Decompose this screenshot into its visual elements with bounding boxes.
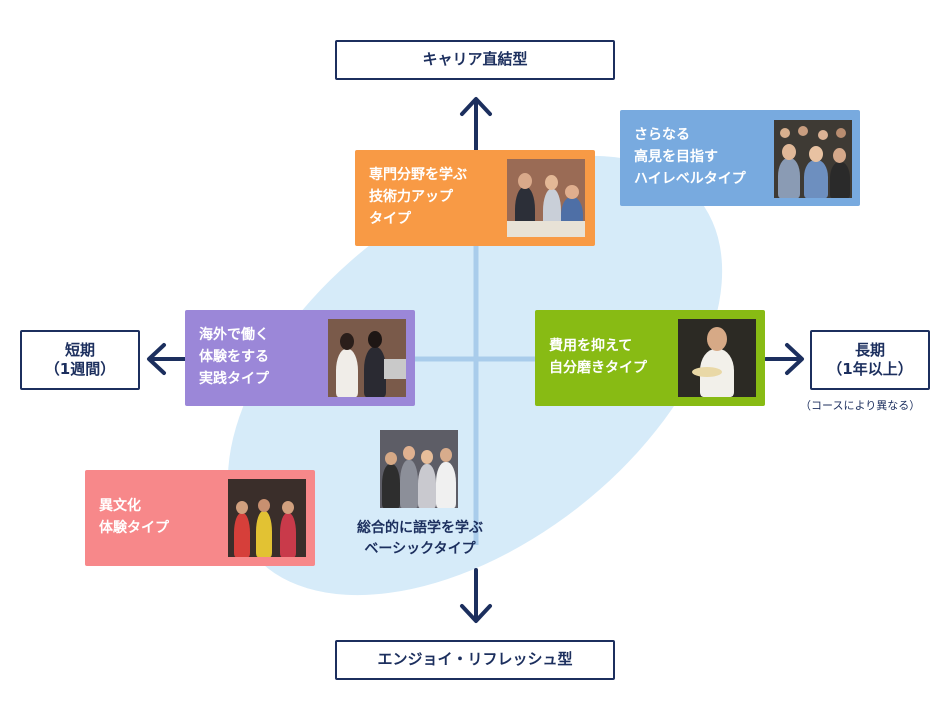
left-arrow-head xyxy=(147,343,166,375)
card-cultural-experience[interactable]: 異文化 体験タイプ xyxy=(85,470,315,566)
card-self-improvement-text: 費用を抑えて 自分磨きタイプ xyxy=(549,310,647,406)
axis-right-note: （コースにより異なる） xyxy=(800,399,921,412)
card-line: さらなる xyxy=(634,127,690,144)
card-cultural-experience-text: 異文化 体験タイプ xyxy=(99,470,169,566)
axis-label-left: 短期 （1週間） xyxy=(20,330,140,390)
basic-type-caption: 総合的に語学を学ぶ ベーシックタイプ xyxy=(330,518,510,560)
axis-label-bottom: エンジョイ・リフレッシュ型 xyxy=(335,640,615,680)
card-line: 自分磨きタイプ xyxy=(549,360,647,376)
card-line: 体験タイプ xyxy=(99,520,169,536)
photo-cooking xyxy=(678,319,756,397)
card-line: 海外で働く xyxy=(199,327,269,344)
photo-hula-dance xyxy=(228,479,306,557)
axis-label-top: キャリア直結型 xyxy=(335,40,615,80)
basic-type-line1: 総合的に語学を学ぶ xyxy=(357,520,483,536)
card-line: 専門分野を学ぶ xyxy=(369,167,467,184)
photo-office-work xyxy=(328,319,406,397)
photo-lecture-hall xyxy=(774,120,852,198)
up-arrow-head xyxy=(460,97,492,116)
card-line: 実践タイプ xyxy=(199,370,269,387)
card-line: 技術力アップ xyxy=(369,189,453,206)
card-self-improvement[interactable]: 費用を抑えて 自分磨きタイプ xyxy=(535,310,765,406)
axis-label-left-line1: 短期 xyxy=(64,340,95,359)
card-work-experience[interactable]: 海外で働く 体験をする 実践タイプ xyxy=(185,310,415,406)
card-high-level-text: さらなる 高見を目指す ハイレベルタイプ xyxy=(634,110,746,206)
card-work-experience-text: 海外で働く 体験をする 実践タイプ xyxy=(199,310,269,406)
card-line: タイプ xyxy=(369,210,411,227)
photo-group-students xyxy=(380,430,458,508)
card-line: 費用を抑えて xyxy=(549,338,633,355)
axis-label-left-line2: （1週間） xyxy=(44,360,116,378)
card-technical-skill[interactable]: 専門分野を学ぶ 技術力アップ タイプ xyxy=(355,150,595,246)
axis-label-bottom-text: エンジョイ・リフレッシュ型 xyxy=(377,650,573,669)
axis-label-right-line2: （1年以上） xyxy=(827,360,913,378)
card-line: 異文化 xyxy=(99,498,141,515)
card-line: 体験をする xyxy=(199,349,269,366)
down-arrow-head xyxy=(460,604,492,623)
photo-classroom-table xyxy=(507,159,585,237)
axis-label-right: 長期 （1年以上） xyxy=(810,330,930,390)
axis-label-top-text: キャリア直結型 xyxy=(422,50,528,69)
card-high-level[interactable]: さらなる 高見を目指す ハイレベルタイプ xyxy=(620,110,860,206)
card-line: 高見を目指す xyxy=(634,149,718,166)
card-line: ハイレベルタイプ xyxy=(634,170,746,187)
right-arrow-head xyxy=(785,343,804,375)
axis-label-right-line1: 長期 xyxy=(854,340,885,359)
card-technical-skill-text: 専門分野を学ぶ 技術力アップ タイプ xyxy=(369,150,467,246)
basic-type-line2: ベーシックタイプ xyxy=(364,541,476,557)
